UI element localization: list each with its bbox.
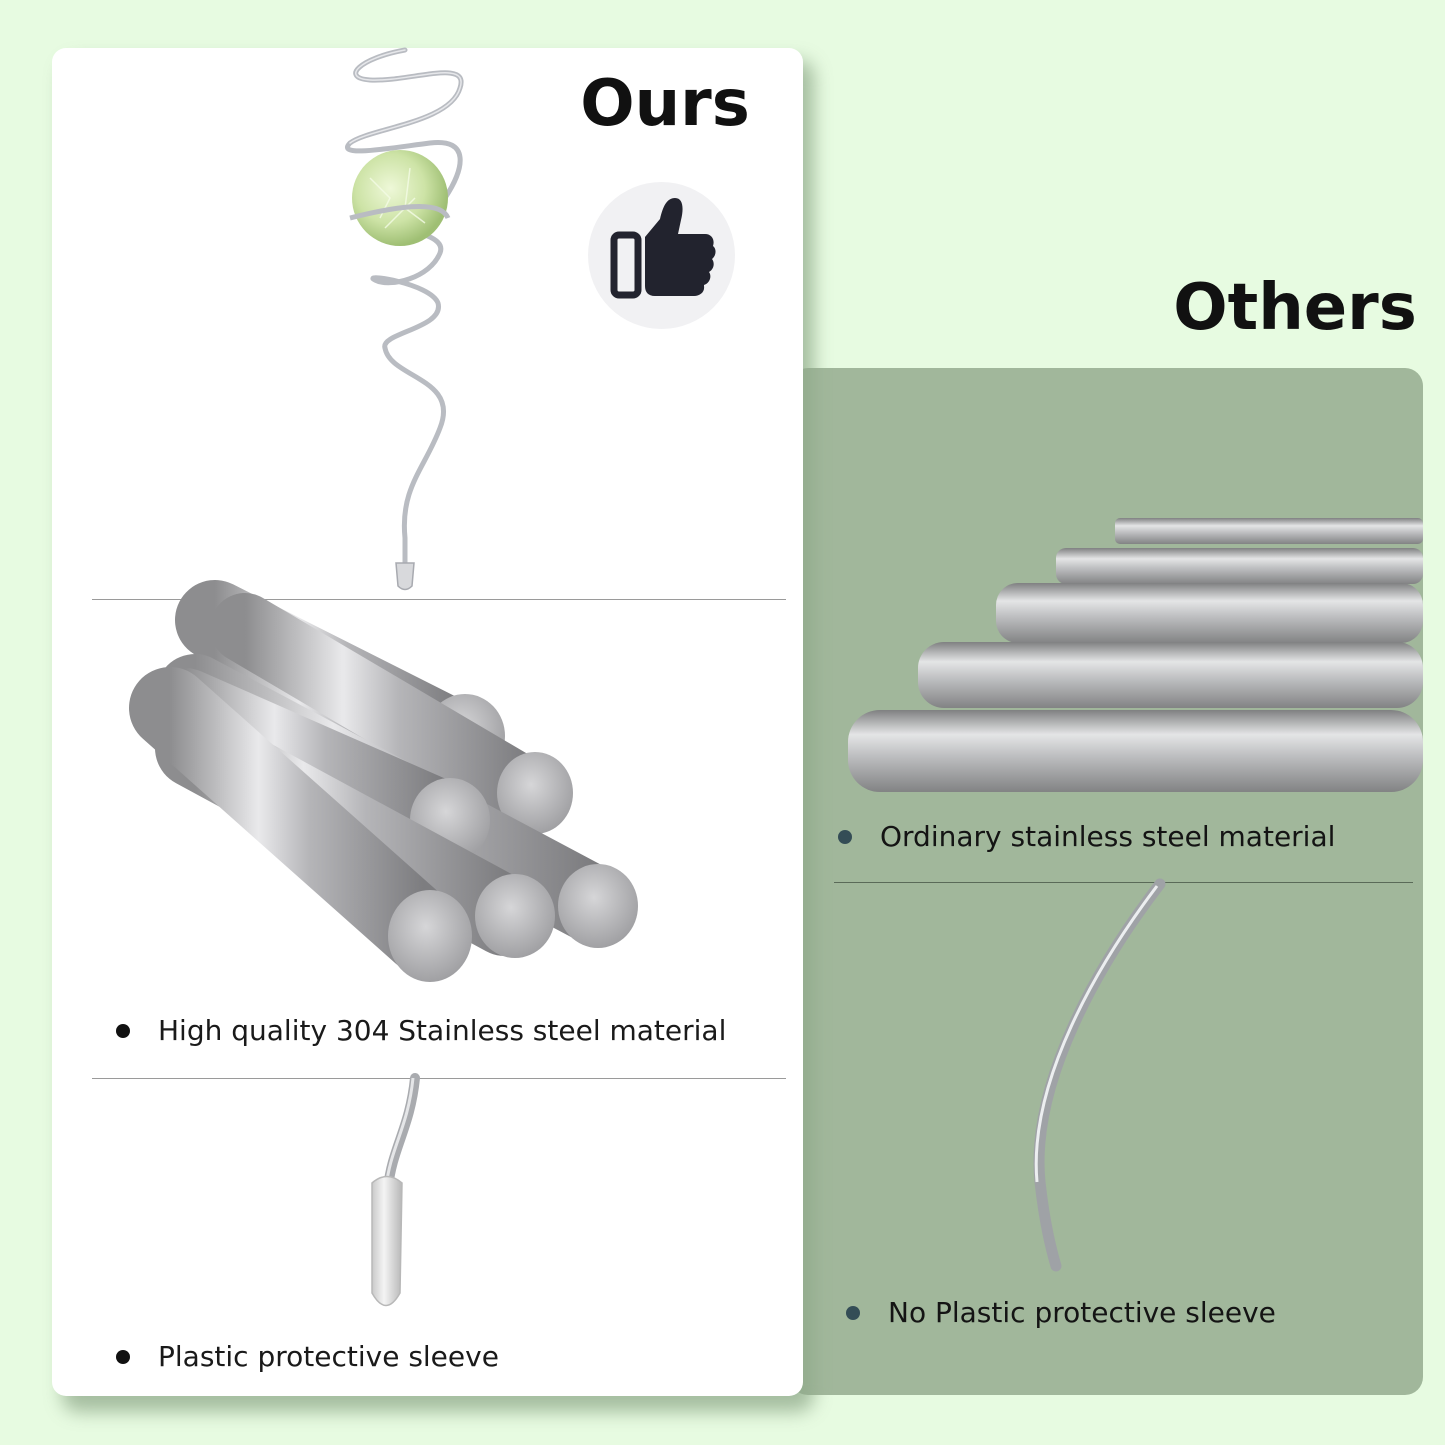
bullet-dot [846, 1305, 860, 1320]
ours-feature-material-label: High quality 304 Stainless steel materia… [158, 1014, 727, 1047]
ours-divider-2 [92, 1078, 786, 1079]
ours-feature-material: High quality 304 Stainless steel materia… [116, 1014, 726, 1047]
others-title: Others [1173, 271, 1417, 345]
others-feature-material-label: Ordinary stainless steel material [880, 820, 1336, 853]
others-feature-sleeve-label: No Plastic protective sleeve [888, 1296, 1276, 1329]
ours-feature-sleeve: Plastic protective sleeve [116, 1340, 499, 1373]
bullet-dot [116, 1349, 130, 1364]
ours-feature-sleeve-label: Plastic protective sleeve [158, 1340, 499, 1373]
bullet-dot [116, 1023, 130, 1038]
bullet-dot [838, 829, 852, 844]
ordinary-rods-image [848, 518, 1423, 792]
ours-title: Ours [580, 67, 750, 141]
plastic-sleeve-image [371, 1073, 420, 1307]
bare-wire-image [1033, 878, 1166, 1272]
spiral-spinner-image [345, 47, 464, 591]
others-feature-sleeve: No Plastic protective sleeve [846, 1296, 1276, 1329]
thumbs-up-icon [610, 198, 716, 299]
glass-ball [352, 150, 448, 246]
others-feature-material: Ordinary stainless steel material [838, 820, 1335, 853]
others-divider [834, 882, 1413, 883]
ours-divider-1 [92, 599, 786, 600]
steel-rods-image [129, 580, 638, 982]
thumb-badge [588, 182, 735, 329]
